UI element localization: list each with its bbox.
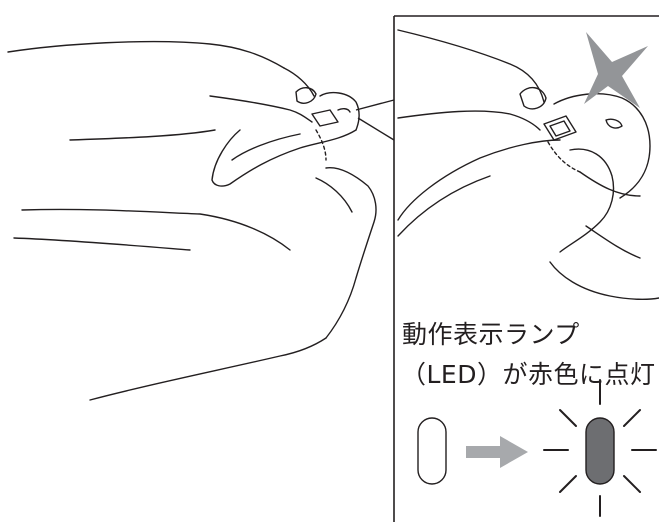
left-fingernail <box>295 87 317 104</box>
inset-finger-top <box>397 29 545 103</box>
left-dashed-edge <box>315 129 327 161</box>
inset-device-top <box>553 93 651 199</box>
led-rays <box>543 379 657 517</box>
left-illustration <box>7 40 377 401</box>
inset-fingernail <box>519 87 547 110</box>
left-device-top <box>319 91 360 131</box>
inset-device-button <box>543 115 577 141</box>
inset-illustration <box>397 29 659 301</box>
inset-device-body <box>397 139 561 221</box>
left-thumb-knuckle <box>315 177 353 213</box>
left-palm <box>21 208 291 251</box>
caption-line-2: （LED）が赤色に点灯 <box>401 360 656 389</box>
left-thumb <box>325 167 377 339</box>
left-wrist <box>13 237 191 251</box>
left-device-button <box>311 109 339 127</box>
inset-dashed-edge <box>547 141 581 173</box>
left-arm-top <box>7 40 285 69</box>
left-finger-middle <box>69 129 216 141</box>
inset-device-inner <box>397 175 491 237</box>
flash-star-icon <box>584 32 648 108</box>
left-finger-bottom <box>209 95 313 123</box>
left-device-body <box>211 129 357 187</box>
inset-border <box>393 15 659 522</box>
inset-thumb <box>559 148 615 253</box>
caption-line-1: 動作表示ランプ <box>402 320 580 349</box>
inset-led-slot <box>605 118 623 129</box>
left-led-slot <box>337 107 351 113</box>
inset-thumb-lower <box>549 261 659 301</box>
magnify-connector <box>355 99 395 141</box>
left-finger-top <box>283 67 315 97</box>
left-lower-arm <box>89 337 327 401</box>
inset-device-lower <box>579 171 641 197</box>
left-device-inner <box>231 133 301 161</box>
led-off-icon <box>417 417 447 485</box>
inset-device-button-inner <box>549 120 571 137</box>
led-on-icon <box>585 417 615 485</box>
inset-finger-bottom <box>397 110 541 131</box>
inset-thumb-knuckle <box>585 225 641 259</box>
arrow-right-icon <box>466 436 528 468</box>
